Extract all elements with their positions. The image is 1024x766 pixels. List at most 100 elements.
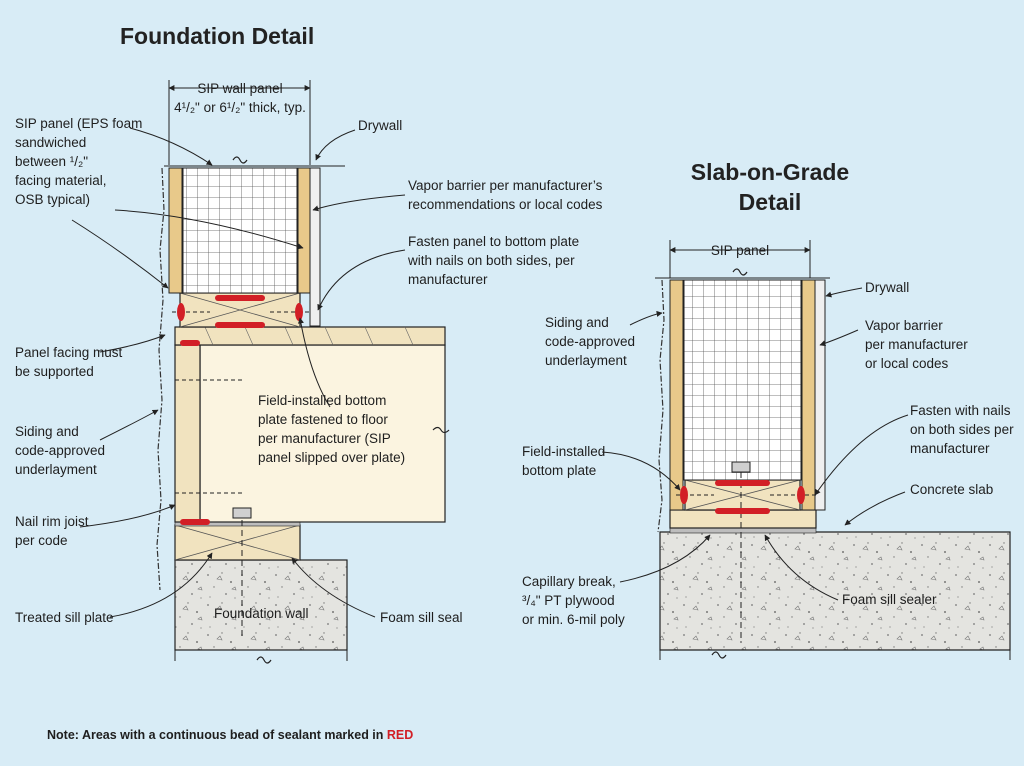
label-line: per code [15, 533, 68, 548]
concrete-slab [659, 531, 1011, 651]
subfloor [174, 326, 446, 346]
foundation-detail: Foundation Detail SIP wall panel 4¹/₂" or… [15, 23, 603, 664]
label-line: Siding and [545, 315, 609, 330]
break-mark-joist [432, 426, 450, 434]
label-line: or local codes [865, 356, 949, 371]
label-treated-sill: Treated sill plate [15, 610, 114, 625]
label-line: per manufacturer (SIP [258, 431, 391, 446]
slab-label-vapor-barrier: Vapor barrier per manufacturer or local co… [865, 318, 968, 371]
label-line: between ¹/₂" [15, 154, 88, 169]
label-line: Siding and [15, 424, 79, 439]
slab-siding [657, 279, 665, 533]
label-line: Detail [739, 189, 802, 215]
foundation-leader-lines [71, 127, 406, 618]
label-line: code-approved [15, 443, 105, 458]
slab-label-foam-sill: Foam sill sealer [842, 592, 937, 607]
label-line: Treated sill plate [15, 610, 114, 625]
label-line: SIP panel [711, 243, 769, 258]
label-line: Foundation wall [214, 606, 309, 621]
label-vapor-barrier: Vapor barrier per manufacturer’s recommen… [408, 178, 603, 212]
label-line: ³/₄" PT plywood [522, 593, 615, 608]
label-line: manufacturer [408, 272, 488, 287]
label-line: facing material, [15, 173, 107, 188]
label-line: plate fastened to floor [258, 412, 388, 427]
foundation-sealant-beads [177, 295, 303, 525]
slab-sealant-beads [680, 480, 805, 514]
foundation-title: Foundation Detail [120, 23, 314, 49]
slab-leader-lines [601, 287, 909, 601]
capillary-break [669, 527, 817, 534]
label-line: Foam sill sealer [842, 592, 937, 607]
label-line: Fasten with nails [910, 403, 1011, 418]
label-line: Nail rim joist [15, 514, 89, 529]
label-line: panel slipped over plate) [258, 450, 405, 465]
label-line: be supported [15, 364, 94, 379]
label-field-installed: Field-installed bottom plate fastened to … [258, 393, 405, 465]
slab-label-concrete: Concrete slab [910, 482, 993, 497]
rim-joist [174, 344, 201, 523]
foundation-wall [174, 559, 348, 651]
note-prefix: Note: Areas with a continuous bead of se… [47, 728, 383, 742]
label-foam-sill-seal: Foam sill seal [380, 610, 463, 625]
foundation-drywall [309, 167, 321, 327]
foundation-nails [172, 311, 312, 494]
slab-anchor-bolt [731, 461, 751, 640]
label-line: per manufacturer [865, 337, 968, 352]
label-line: underlayment [545, 353, 627, 368]
break-mark-wall [232, 156, 248, 164]
treated-sill-plate [174, 524, 301, 561]
label-line: manufacturer [910, 441, 990, 456]
label-line: Slab-on-Grade [691, 159, 849, 185]
label-drywall: Drywall [358, 118, 402, 133]
label-line: SIP panel (EPS foam [15, 116, 142, 131]
label-line: on both sides per [910, 422, 1014, 437]
slab-bottom-plate [669, 479, 817, 529]
label-line: Vapor barrier [865, 318, 943, 333]
slab-dim-label: SIP panel [711, 243, 769, 258]
slab-label-field-installed: Field-installed bottom plate [522, 444, 605, 478]
slab-label-siding: Siding and code-approved underlayment [545, 315, 635, 368]
label-line: Field-installed [522, 444, 605, 459]
label-sip-panel: SIP panel (EPS foam sandwiched between ¹/₂… [15, 116, 142, 207]
label-line: bottom plate [522, 463, 596, 478]
slab-break-mark-bottom [711, 651, 727, 659]
foundation-anchor-bolt [232, 507, 252, 640]
label-line: Fasten panel to bottom plate [408, 234, 579, 249]
foundation-sip-panel [168, 167, 311, 294]
slab-label-capillary: Capillary break, ³/₄" PT plywood or min. 6… [522, 574, 625, 627]
label-line: with nails on both sides, per [407, 253, 575, 268]
label-foundation-wall: Foundation wall [214, 606, 309, 621]
label-line: Drywall [358, 118, 402, 133]
slab-drywall [814, 279, 826, 511]
label-fasten-panel: Fasten panel to bottom plate with nails o… [407, 234, 579, 287]
label-line: SIP wall panel [197, 81, 282, 96]
label-line: OSB typical) [15, 192, 90, 207]
slab-break-mark [732, 268, 748, 276]
foundation-dimension [164, 80, 345, 167]
label-line: 4¹/₂" or 6¹/₂" thick, typ. [174, 100, 306, 115]
label-line: Drywall [865, 280, 909, 295]
label-line: recommendations or local codes [408, 197, 603, 212]
label-line: Vapor barrier per manufacturer’s [408, 178, 603, 193]
label-line: Foam sill seal [380, 610, 463, 625]
label-line: code-approved [545, 334, 635, 349]
foundation-siding [156, 167, 165, 591]
sealant-note: Note: Areas with a continuous bead of se… [47, 728, 413, 742]
label-line: or min. 6-mil poly [522, 612, 625, 627]
foundation-dim-label: SIP wall panel 4¹/₂" or 6¹/₂" thick, typ. [174, 81, 306, 115]
label-nail-rim: Nail rim joist per code [15, 514, 89, 548]
label-line: Capillary break, [522, 574, 616, 589]
label-line: Foundation Detail [120, 23, 314, 49]
label-line: sandwiched [15, 135, 86, 150]
slab-dimension [655, 240, 830, 279]
break-mark-foundation [256, 656, 272, 664]
note-red-highlight: RED [387, 728, 413, 742]
label-line: Field-installed bottom [258, 393, 386, 408]
slab-label-drywall: Drywall [865, 280, 909, 295]
